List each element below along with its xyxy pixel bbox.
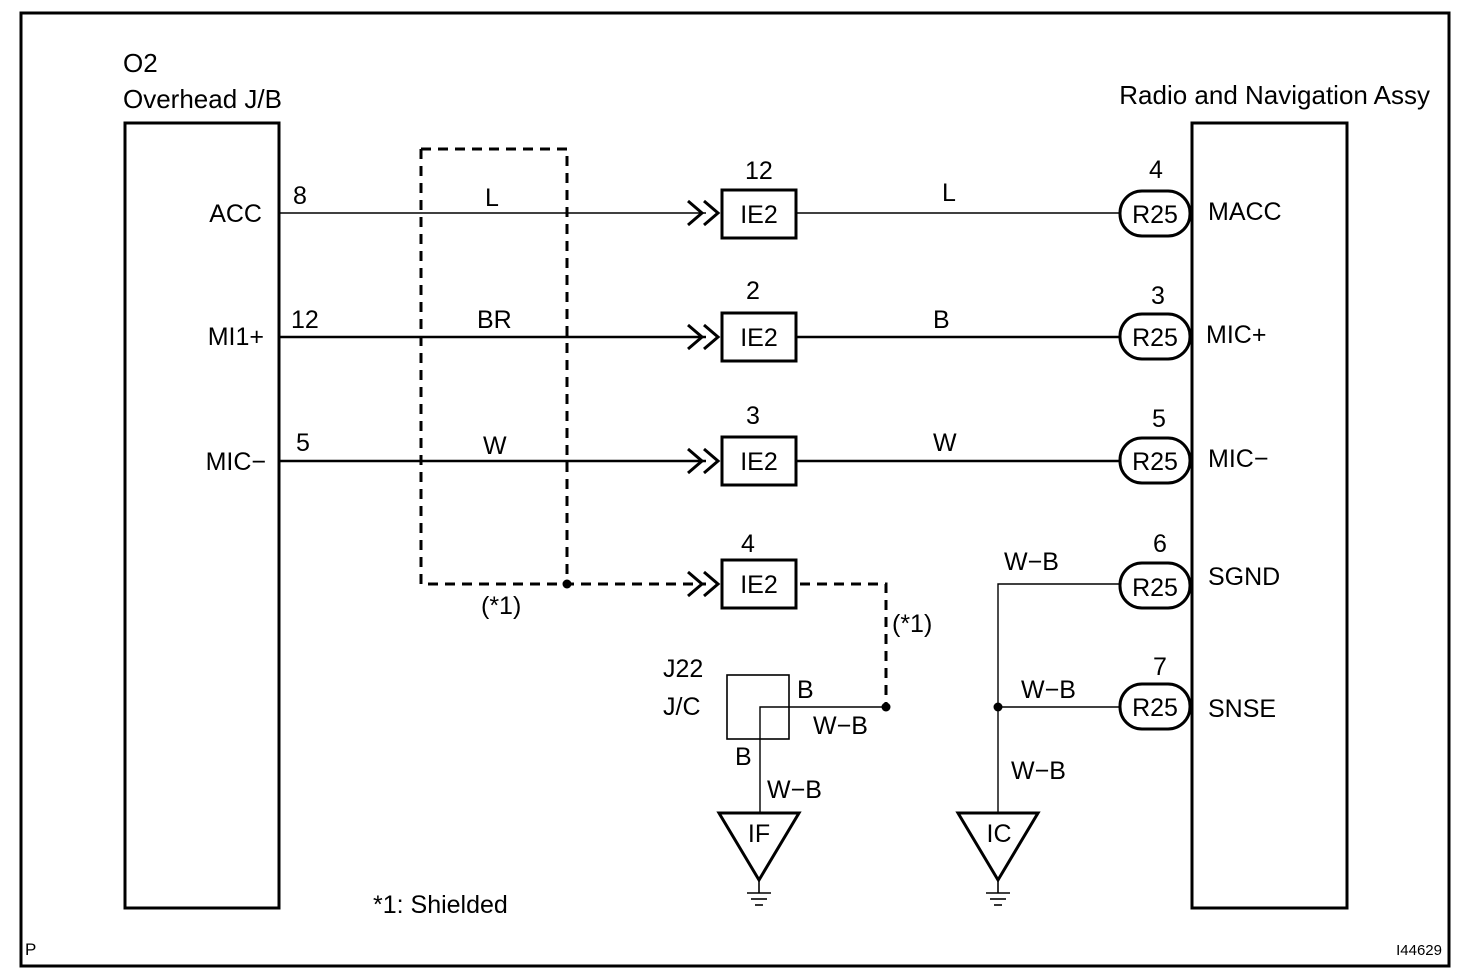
junction-wire-in-color: W−B (813, 712, 868, 740)
left-component-id: O2 (123, 48, 158, 78)
right-component-name: Radio and Navigation Assy (1119, 80, 1430, 110)
r25-pin-number-4: 6 (1153, 530, 1167, 558)
r25-connector-2 (1118, 312, 1192, 361)
ground-ic-symbol (955, 811, 1041, 883)
left-pin-number-acc: 8 (293, 182, 307, 210)
shield-ref-label: (*1) (481, 592, 521, 620)
ie2-connector-4 (720, 558, 798, 610)
figure-id: I44629 (1396, 942, 1442, 959)
chevron-icon (687, 447, 721, 475)
diagram-frame (19, 11, 1451, 968)
junction-pin-top: B (797, 676, 814, 704)
shield-ref-label-2: (*1) (892, 610, 932, 638)
right-pin-label-snse: SNSE (1208, 695, 1276, 723)
junction-id: J22 (663, 655, 703, 683)
left-pin-number-mic-minus: 5 (296, 429, 310, 457)
r25-connector-5 (1118, 682, 1192, 731)
shield-outline (421, 147, 569, 584)
r25-connector-label-3: R25 (1132, 448, 1178, 476)
wire-color-sgnd: W−B (1004, 548, 1059, 576)
junction-pin-bottom: B (735, 743, 752, 771)
chevron-icon (687, 323, 721, 351)
right-pin-label-mic-plus: MIC+ (1206, 321, 1266, 349)
right-pin-label-macc: MACC (1208, 198, 1282, 226)
shield-outline-left (419, 149, 706, 586)
junction-wire-out-color: W−B (767, 776, 822, 804)
left-pin-label-mic-minus: MIC− (206, 448, 266, 476)
ground-ic-label: IC (987, 820, 1012, 848)
chevron-icon (687, 199, 721, 227)
r25-connector-1 (1118, 189, 1192, 238)
wire-color-br-left: BR (477, 306, 512, 334)
ie2-pin-number-1: 12 (745, 157, 773, 185)
shield-drain-wire (800, 582, 888, 707)
left-component-name: Overhead J/B (123, 84, 282, 114)
ie2-pin-number-4: 4 (741, 530, 755, 558)
junction-name: J/C (663, 693, 701, 721)
wire-color-w-right: W (933, 429, 957, 457)
r25-connector-label-2: R25 (1132, 324, 1178, 352)
wire-color-l-left: L (485, 184, 499, 212)
r25-pin-number-2: 3 (1151, 282, 1165, 310)
ground-icon (986, 880, 1010, 906)
corner-label: P (25, 940, 36, 959)
r25-connector-3 (1118, 436, 1192, 485)
ie2-pin-number-2: 2 (746, 277, 760, 305)
ground-if-symbol (716, 811, 802, 883)
right-pin-label-mic-minus: MIC− (1208, 445, 1268, 473)
r25-pin-number-5: 7 (1153, 653, 1167, 681)
ie2-pin-number-3: 3 (746, 402, 760, 430)
right-pin-label-sgnd: SGND (1208, 563, 1280, 591)
ground-if-label: IF (748, 820, 770, 848)
r25-pin-number-1: 4 (1149, 156, 1163, 184)
r25-connector-label-4: R25 (1132, 574, 1178, 602)
ie2-connector-label-3: IE2 (740, 448, 778, 476)
left-pin-label-mi1: MI1+ (208, 323, 264, 351)
wire-sgnd-ground (997, 583, 1122, 813)
ground-icon (747, 880, 771, 906)
junction-internal-wire (759, 706, 886, 813)
wire-color-l-right: L (942, 179, 956, 207)
shield-junction-dot (562, 579, 572, 589)
wire-color-w-left: W (483, 432, 507, 460)
wire-color-common: W−B (1011, 757, 1066, 785)
ie2-connector-label-2: IE2 (740, 324, 778, 352)
left-pin-number-mi1: 12 (291, 306, 319, 334)
ie2-connector-label-1: IE2 (740, 201, 778, 229)
ie2-connector-1 (720, 188, 798, 240)
wire-color-snse: W−B (1021, 676, 1076, 704)
chevron-icon (687, 570, 721, 598)
footnote: *1: Shielded (373, 891, 508, 919)
ie2-connector-label-4: IE2 (740, 571, 778, 599)
ground-junction-dot (993, 702, 1003, 712)
r25-connector-label-5: R25 (1132, 694, 1178, 722)
r25-connector-4 (1118, 561, 1192, 610)
r25-pin-number-3: 5 (1152, 405, 1166, 433)
left-component-box (123, 121, 281, 910)
r25-connector-label-1: R25 (1132, 201, 1178, 229)
wire-color-b-right: B (933, 306, 950, 334)
right-component-box (1190, 121, 1349, 910)
left-pin-label-acc: ACC (209, 200, 262, 228)
